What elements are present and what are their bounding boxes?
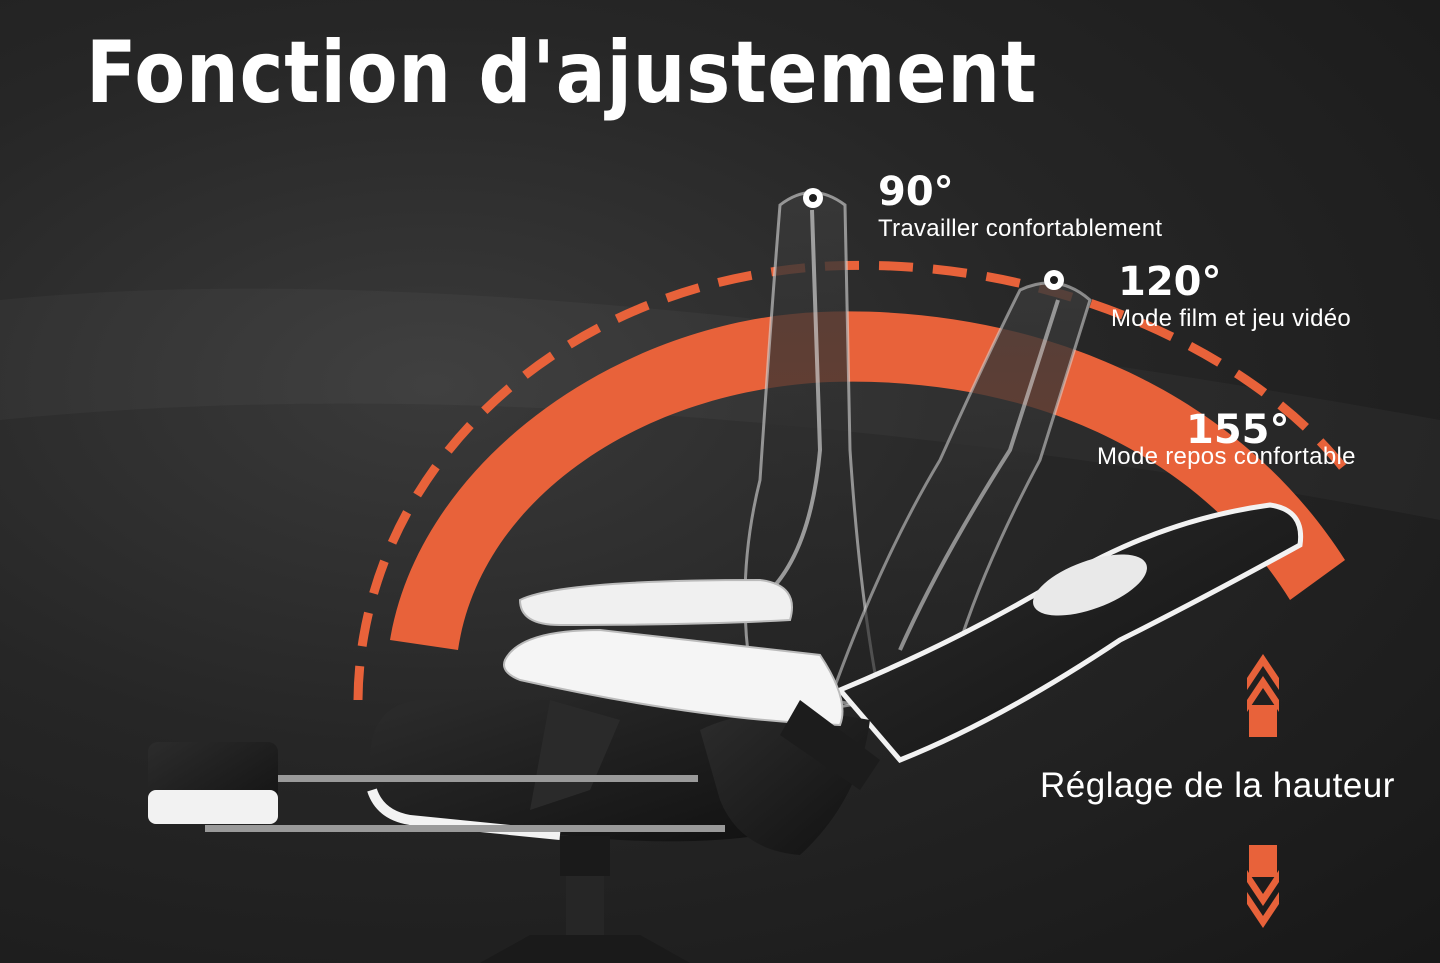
height-adjustment-label: Réglage de la hauteur (1040, 766, 1395, 805)
angle-155-mode: Mode repos confortable (1097, 443, 1356, 470)
angle-120-degree: 120° (1118, 259, 1222, 305)
footrest (148, 742, 725, 832)
page-title: Fonction d'ajustement (86, 23, 1038, 123)
angle-155-degree: 155° (1186, 407, 1290, 453)
angle-90-marker-icon (803, 188, 823, 208)
headrest-pillow (1033, 554, 1147, 616)
angle-90-degree: 90° (878, 169, 954, 215)
angle-90-mode: Travailler confortablement (878, 215, 1163, 242)
chevron-up-icon (1247, 654, 1279, 737)
recline-arc-band (390, 311, 1345, 650)
angle-120-marker-icon (1044, 270, 1064, 290)
armrests (503, 578, 880, 810)
chair-base (480, 836, 690, 963)
chair-backrest-155 (835, 502, 1304, 763)
angle-120-mode: Mode film et jeu vidéo (1111, 305, 1352, 332)
chevron-down-icon (1247, 845, 1279, 928)
